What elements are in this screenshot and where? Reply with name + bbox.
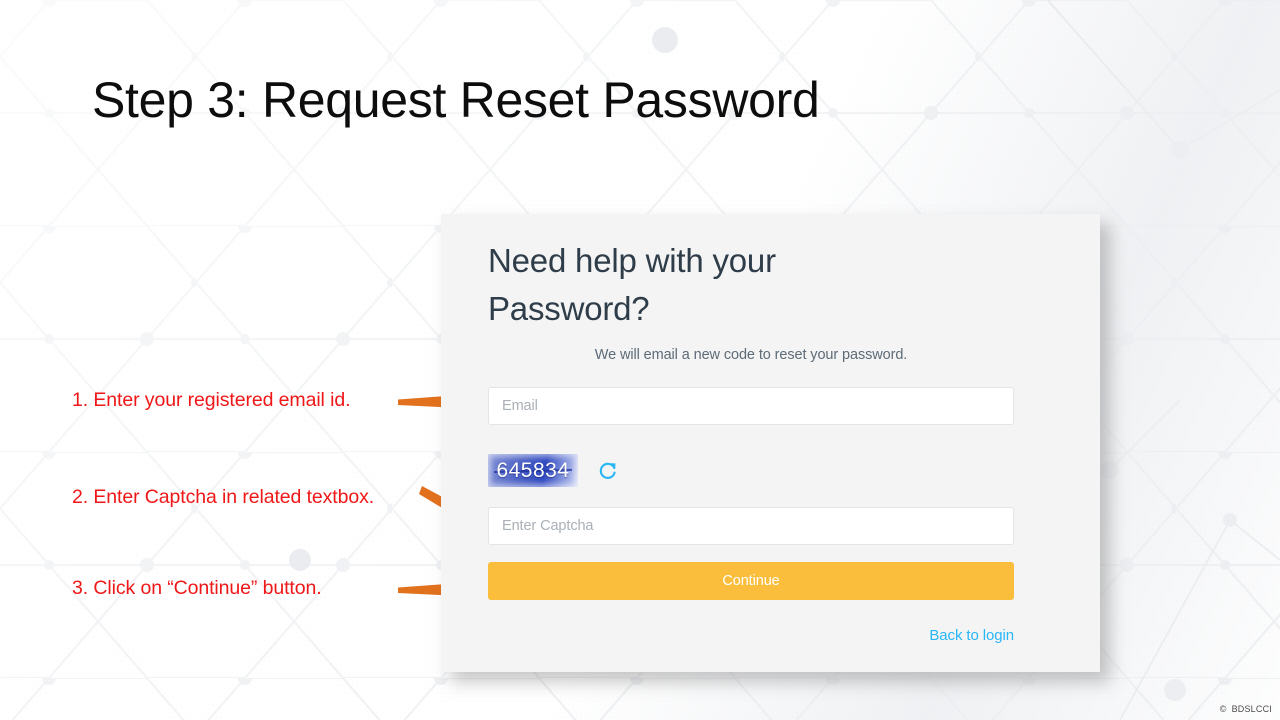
email-placeholder: Email	[502, 397, 538, 414]
captcha-input[interactable]: Enter Captcha	[488, 506, 1014, 545]
page-title: Step 3: Request Reset Password	[92, 72, 820, 128]
captcha-row: 645834	[488, 452, 1014, 490]
password-reset-card: Need help with your Password? We will em…	[441, 214, 1100, 672]
copyright-icon: ©	[1219, 704, 1227, 714]
watermark-text: BDSLCCI	[1231, 704, 1272, 714]
copyright-watermark: © BDSLCCI	[1220, 704, 1272, 714]
back-to-login-link[interactable]: Back to login	[929, 626, 1014, 644]
annotation-step-1: 1. Enter your registered email id.	[72, 389, 351, 411]
annotation-step-3: 3. Click on “Continue” button.	[72, 577, 322, 599]
back-to-login-row: Back to login	[488, 627, 1014, 645]
annotation-step-2: 2. Enter Captcha in related textbox.	[72, 486, 375, 508]
email-field[interactable]: Email	[488, 386, 1014, 425]
refresh-icon[interactable]	[597, 460, 619, 482]
continue-button[interactable]: Continue	[488, 561, 1014, 600]
captcha-image: 645834	[488, 454, 578, 488]
captcha-code: 645834	[496, 458, 570, 482]
captcha-input-placeholder: Enter Captcha	[502, 517, 594, 534]
card-heading: Need help with your Password?	[488, 242, 776, 327]
card-subtitle: We will email a new code to reset your p…	[594, 346, 908, 363]
